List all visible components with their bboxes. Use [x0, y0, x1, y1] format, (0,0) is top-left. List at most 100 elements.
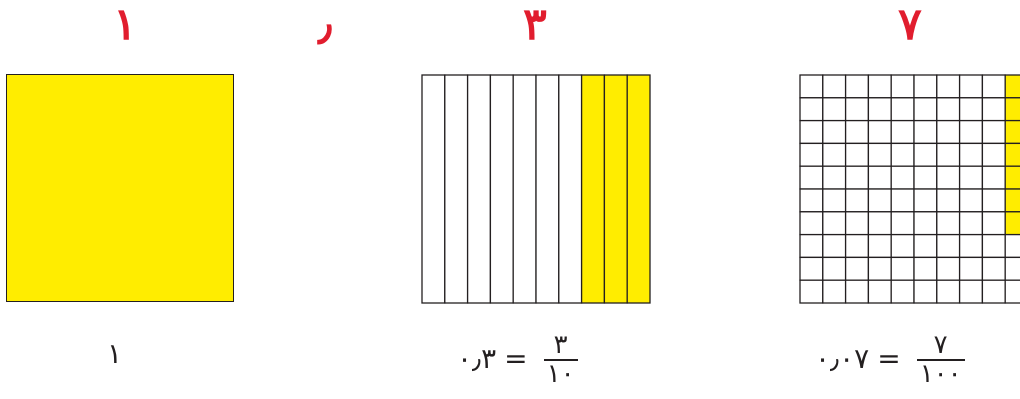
hundredths-cell [844, 142, 870, 167]
hundredths-cell [913, 233, 938, 259]
hundredths-cell [867, 211, 892, 236]
hundredths-cell [936, 74, 961, 99]
hundredths-cell [844, 279, 870, 304]
hundredths-cell [981, 256, 1006, 281]
tenths-strip [512, 74, 537, 304]
hundredths-cell [958, 279, 984, 304]
hundredths-cell [799, 188, 824, 213]
hundredths-cell [844, 97, 870, 122]
digit-ones: ١ [113, 0, 137, 50]
hundredths-cell [936, 256, 961, 281]
hundredths-cell [890, 256, 915, 281]
fraction-denominator: ١٠٠ [916, 359, 965, 388]
hundredths-cell [890, 279, 915, 304]
hundredths-cell [981, 97, 1006, 122]
hundredths-cell [890, 165, 915, 190]
hundredths-cell [1004, 233, 1020, 259]
tenths-grid-model [421, 74, 651, 304]
fraction-numerator: ٣ [553, 330, 568, 360]
hundredths-cell [890, 74, 915, 99]
hundredths-cell [844, 165, 870, 190]
hundredths-cell-shaded [1004, 142, 1020, 167]
hundredths-cell [913, 74, 938, 99]
hundredths-cell [822, 142, 847, 167]
equals-sign: = [877, 341, 901, 375]
hundredths-cell [936, 119, 961, 145]
hundredths-cell-shaded [1004, 74, 1020, 99]
hundredths-cell [867, 74, 892, 99]
hundredths-cell [890, 233, 915, 259]
hundredths-cell [936, 165, 961, 190]
hundredths-cell [822, 279, 847, 304]
hundredths-cell [844, 119, 870, 145]
hundredths-cell [822, 233, 847, 259]
hundredths-cell-shaded [1004, 211, 1020, 236]
hundredths-cell [799, 256, 824, 281]
hundredths-grid-model [799, 74, 1020, 304]
hundredths-cell [913, 97, 938, 122]
hundredths-cell [913, 279, 938, 304]
fraction-numerator: ٧ [933, 330, 948, 360]
hundredths-cell [958, 256, 984, 281]
hundredths-cell [799, 74, 824, 99]
hundredths-cell [981, 165, 1006, 190]
tenths-strip [421, 74, 446, 304]
tenths-decimal: ٠٫٣ [457, 341, 497, 375]
hundredths-cell [958, 233, 984, 259]
hundredths-cell [936, 211, 961, 236]
tenths-strip [466, 74, 492, 304]
hundredths-cell [958, 119, 984, 145]
hundredths-cell [799, 142, 824, 167]
hundredths-cell [936, 142, 961, 167]
hundredths-cell-shaded [1004, 97, 1020, 122]
hundredths-cell [867, 165, 892, 190]
hundredths-cell-shaded [1004, 165, 1020, 190]
hundredths-cell [958, 142, 984, 167]
hundredths-cell [981, 279, 1006, 304]
hundredths-cell [890, 119, 915, 145]
hundredths-cell [890, 142, 915, 167]
hundredths-cell [822, 74, 847, 99]
hundredths-cell [867, 279, 892, 304]
hundredths-cell-shaded [1004, 119, 1020, 145]
hundredths-cell [822, 165, 847, 190]
hundredths-cell [890, 211, 915, 236]
hundredths-cell [799, 279, 824, 304]
hundredths-cell [867, 188, 892, 213]
hundredths-cell [822, 211, 847, 236]
hundredths-cell [936, 188, 961, 213]
hundredths-cell [936, 97, 961, 122]
hundredths-cell [844, 256, 870, 281]
hundredths-cell [981, 233, 1006, 259]
hundredths-decimal: ٠٫٠٧ [815, 341, 870, 375]
hundredths-cell [913, 119, 938, 145]
hundredths-cell [913, 256, 938, 281]
hundredths-cell [867, 256, 892, 281]
hundredths-cell [799, 211, 824, 236]
hundredths-cell [913, 142, 938, 167]
hundredths-cell [822, 97, 847, 122]
hundredths-cell [799, 165, 824, 190]
hundredths-cell [913, 165, 938, 190]
tenths-strip [489, 74, 514, 304]
hundredths-cell [936, 233, 961, 259]
tenths-strip [444, 74, 469, 304]
hundredths-cell [822, 256, 847, 281]
digit-hundredths: ٧ [898, 0, 922, 50]
whole-value: ١ [107, 337, 123, 370]
hundredths-cell [822, 119, 847, 145]
hundredths-cell [844, 211, 870, 236]
hundredths-cell [844, 188, 870, 213]
hundredths-cell [822, 188, 847, 213]
hundredths-cell [867, 233, 892, 259]
hundredths-cell [981, 119, 1006, 145]
hundredths-cell [1004, 279, 1020, 304]
decimal-separator: ٫ [317, 0, 333, 50]
hundredths-cell [799, 119, 824, 145]
hundredths-cell [958, 97, 984, 122]
hundredths-cell [913, 188, 938, 213]
hundredths-cell [890, 188, 915, 213]
whole-square-model [6, 74, 234, 302]
hundredths-cell [799, 97, 824, 122]
